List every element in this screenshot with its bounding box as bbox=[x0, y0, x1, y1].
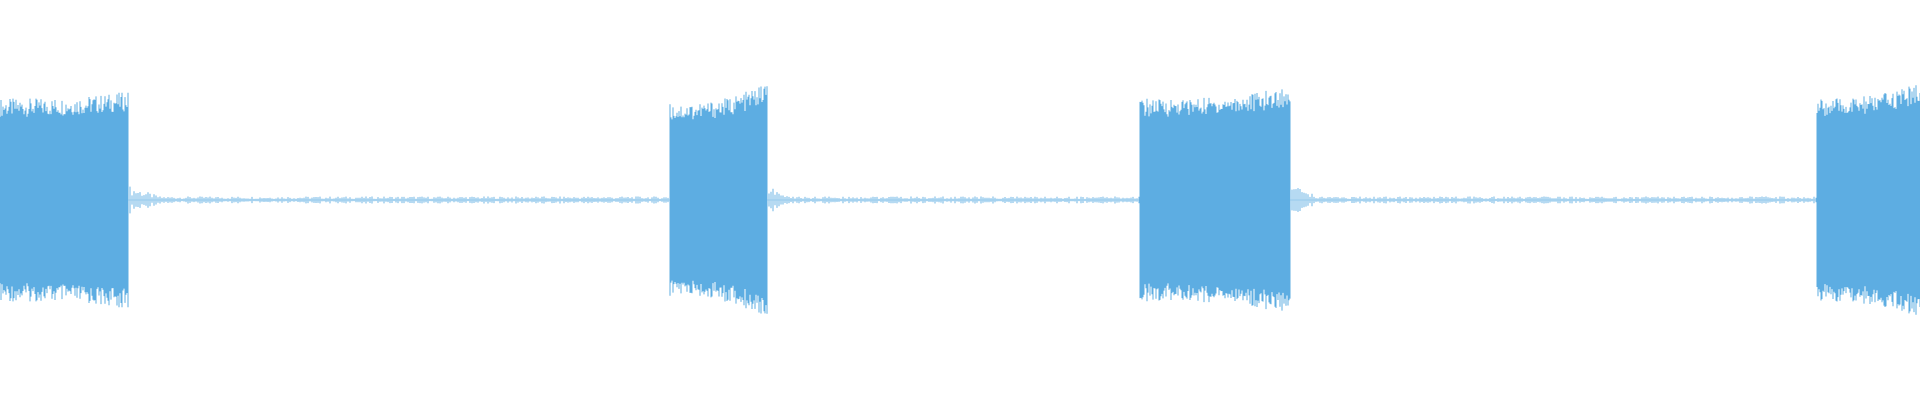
waveform-burst-3 bbox=[1139, 89, 1291, 311]
waveform-burst-2 bbox=[669, 86, 768, 314]
waveform-burst-4 bbox=[1816, 85, 1920, 315]
waveform-burst-1 bbox=[0, 92, 129, 308]
waveform-gap-1 bbox=[127, 186, 671, 214]
waveform-marks bbox=[0, 85, 1920, 315]
waveform-gap-2 bbox=[766, 188, 1140, 212]
waveform-gap-3 bbox=[1289, 188, 1817, 212]
